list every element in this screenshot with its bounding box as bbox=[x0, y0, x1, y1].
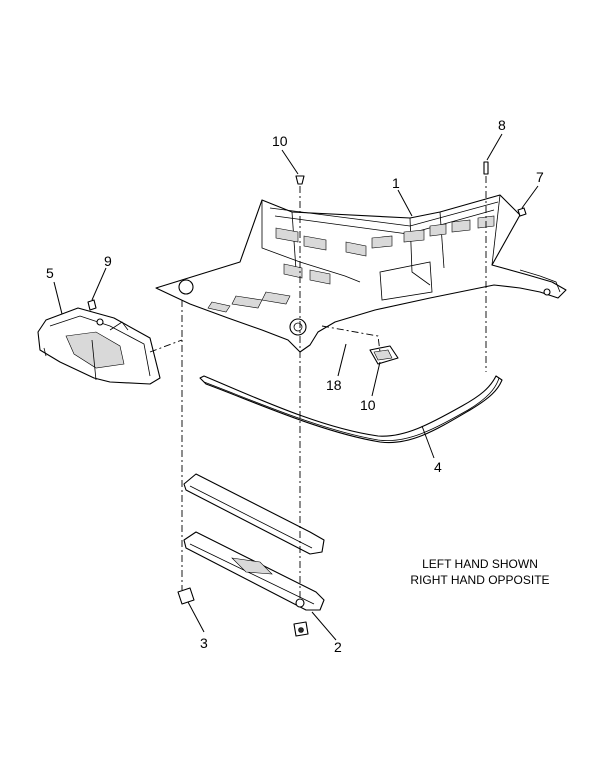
clip-part-2-fastener bbox=[293, 621, 309, 637]
callout-2: 2 bbox=[334, 639, 342, 655]
note-line-1: LEFT HAND SHOWN bbox=[422, 557, 538, 571]
callout-3: 3 bbox=[200, 635, 208, 651]
callout-18: 18 bbox=[326, 377, 342, 393]
orientation-note: LEFT HAND SHOWN RIGHT HAND OPPOSITE bbox=[380, 556, 580, 588]
clip-part-18 bbox=[369, 345, 399, 365]
clip-part-3 bbox=[177, 587, 195, 605]
callout-10-bottom: 10 bbox=[360, 397, 376, 413]
callout-10-top: 10 bbox=[272, 133, 288, 149]
fastener-part-8 bbox=[483, 161, 489, 175]
fastener-part-10-top bbox=[295, 175, 305, 185]
sill-plate-part-2 bbox=[183, 531, 325, 611]
callout-7: 7 bbox=[536, 169, 544, 185]
trim-panel-part-1 bbox=[155, 194, 567, 353]
callout-labels: 10 8 7 1 5 9 18 10 4 3 2 bbox=[46, 117, 544, 655]
leader-lines bbox=[53, 133, 539, 641]
callout-8: 8 bbox=[498, 117, 506, 133]
callout-1: 1 bbox=[392, 175, 400, 191]
note-line-2: RIGHT HAND OPPOSITE bbox=[410, 573, 550, 587]
callout-5: 5 bbox=[46, 265, 54, 281]
callout-9: 9 bbox=[104, 253, 112, 269]
storage-bin-part-5 bbox=[37, 307, 161, 385]
callout-4: 4 bbox=[434, 459, 442, 475]
alignment-lines bbox=[149, 176, 487, 600]
fastener-part-9 bbox=[87, 299, 97, 311]
weatherstrip-part-4 bbox=[199, 375, 503, 444]
fastener-part-7 bbox=[517, 207, 527, 217]
sill-plate-upper bbox=[183, 473, 325, 555]
